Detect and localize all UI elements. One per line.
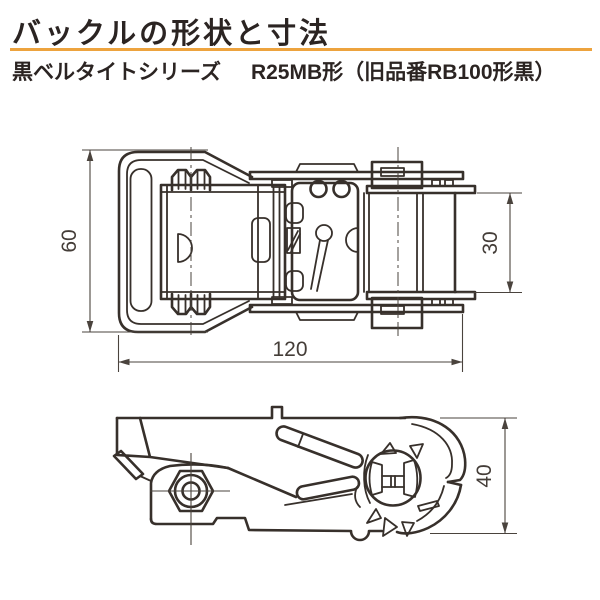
dim-120-label: 120 xyxy=(272,338,307,361)
model-number: R25MB形（旧品番RB100形黒） xyxy=(250,61,556,84)
accent-rule xyxy=(10,48,592,51)
strap-guard-top xyxy=(295,163,359,173)
side-plate-top xyxy=(248,170,465,181)
plate-notch xyxy=(345,227,359,253)
dim-60-label: 60 xyxy=(58,229,81,252)
series-name: 黒ベルタイトシリーズ xyxy=(12,61,221,84)
frame-slot xyxy=(129,168,153,312)
top-view-drawing xyxy=(117,147,477,340)
frame-inner xyxy=(126,159,250,325)
ratchet-wheel xyxy=(364,449,422,507)
handle-lever xyxy=(115,416,230,470)
body-block xyxy=(159,183,287,301)
rivet-hole-left xyxy=(309,179,328,199)
dimensions: 60 30 120 40 xyxy=(58,149,522,535)
hook-inner xyxy=(411,423,453,479)
hook-outer xyxy=(398,415,467,484)
rivet-hole-right xyxy=(332,179,351,199)
pawl-tip xyxy=(417,500,440,512)
axle-boss xyxy=(177,233,193,263)
spool-slot-left xyxy=(368,461,383,496)
plate-tab-lower xyxy=(285,270,304,292)
release-grip xyxy=(251,217,271,263)
product-subtitle: 黒ベルタイトシリーズ R25MB形（旧品番RB100形黒） xyxy=(12,56,556,86)
side-plate-bottom xyxy=(248,303,465,314)
spring-box xyxy=(286,227,301,254)
spool-bar-bottom xyxy=(365,290,477,301)
page-title: バックルの形状と寸法 xyxy=(12,18,332,50)
body-top-edge xyxy=(115,405,407,420)
nut-boss xyxy=(149,463,230,521)
base-plate xyxy=(149,516,384,542)
dimension-40: 40 xyxy=(430,417,517,535)
strap-guard-bottom xyxy=(295,311,359,321)
dimension-120: 120 xyxy=(117,314,464,372)
spring-pin-head xyxy=(315,224,333,242)
grip-slot-upper xyxy=(275,425,364,469)
wheel-teeth xyxy=(366,442,424,537)
dimension-30: 30 xyxy=(457,192,522,294)
spool-bar-top xyxy=(365,184,477,195)
plate-tab-upper xyxy=(285,202,304,224)
handle-end-cut xyxy=(112,449,145,481)
dim-40-label: 40 xyxy=(473,464,496,487)
bracket-top xyxy=(370,160,424,190)
side-view-drawing xyxy=(112,405,467,545)
dimension-60: 60 xyxy=(58,149,208,333)
grip-slot-lower xyxy=(295,475,361,501)
dim-30-label: 30 xyxy=(479,231,502,254)
spool-slot-right xyxy=(403,459,419,498)
